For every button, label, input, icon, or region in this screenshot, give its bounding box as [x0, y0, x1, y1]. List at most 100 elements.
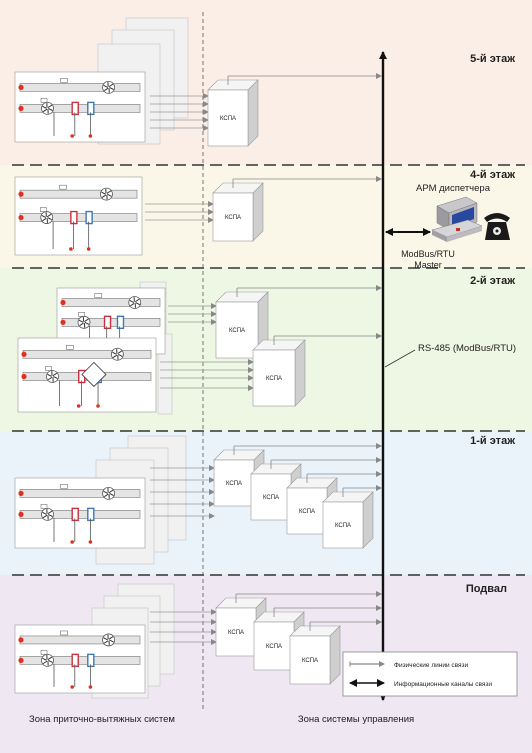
kspa-front — [286, 487, 328, 535]
ventilation-unit — [14, 176, 143, 256]
valve-dot — [69, 247, 73, 251]
gauge-icon — [45, 366, 52, 371]
fan-icon — [46, 370, 59, 383]
gauge-icon — [40, 207, 47, 212]
kspa-label: КСПА — [220, 116, 236, 122]
fan-blade — [104, 640, 109, 644]
fan-blade — [47, 217, 52, 221]
fan-icon — [41, 508, 54, 521]
valve-dot — [88, 134, 93, 138]
fan-blade — [52, 372, 58, 377]
legend: Физические линии связи Информационные ка… — [342, 651, 518, 697]
fan-blade — [42, 514, 48, 519]
fan-blade — [107, 193, 112, 197]
kspa-label: КСПА — [266, 376, 282, 382]
gauge-icon — [60, 78, 68, 83]
kspa-label: КСПА — [266, 644, 282, 650]
fan-blade — [78, 319, 84, 323]
duct — [19, 83, 141, 92]
gauge-icon — [78, 312, 85, 317]
kspa-side — [329, 625, 341, 685]
cooler-coil — [85, 210, 93, 225]
sensor-dot — [18, 214, 24, 221]
valve-dot — [96, 404, 100, 408]
ventilation-unit — [14, 477, 146, 549]
duct — [19, 656, 141, 665]
fan-blade — [84, 318, 89, 322]
heater-coil — [103, 315, 112, 330]
gauge-icon — [40, 504, 48, 509]
kspa-controllers: КСПАКСПАКСПАКСПАКСПАКСПАКСПАКСПАКСПАКСПА… — [207, 73, 382, 685]
workstation-label: АРМ диспетчера — [416, 183, 491, 194]
duct — [22, 349, 152, 359]
telephone-icon — [484, 213, 510, 240]
kspa-side — [247, 79, 259, 147]
gauge-icon — [60, 630, 68, 636]
valve-dot — [88, 685, 93, 689]
fan-blade — [48, 659, 53, 663]
kspa-side — [252, 182, 264, 242]
fan-icon — [41, 102, 54, 115]
workstation-master: Master — [414, 260, 442, 270]
fan-blade — [101, 191, 106, 195]
fan-icon — [102, 633, 115, 647]
fan-blade — [130, 302, 135, 307]
fan-icon — [110, 347, 124, 361]
bus-label-leader — [384, 349, 416, 368]
kspa-label: КСПА — [263, 495, 279, 501]
gauge-icon — [66, 345, 74, 350]
fan-blade — [104, 87, 109, 92]
duct — [19, 189, 138, 199]
zone-label-left: Зона приточно-вытяжных систем — [29, 714, 175, 725]
fan-blade — [47, 376, 53, 381]
valve-dot — [76, 404, 81, 408]
fan-blade — [106, 190, 112, 194]
gauge-icon — [59, 184, 67, 190]
fan-blade — [108, 83, 114, 88]
fan-blade — [109, 639, 114, 643]
gauge-icon — [94, 293, 103, 298]
cooler-coil — [116, 315, 125, 330]
valve-dot — [70, 685, 74, 689]
fan-blade — [42, 217, 47, 222]
fan-blade — [48, 513, 53, 517]
fan-blade — [134, 298, 140, 303]
valve-dot — [88, 540, 93, 544]
fan-blade — [47, 656, 53, 661]
sensor-dot — [60, 299, 66, 306]
recuperator-icon — [81, 361, 107, 388]
sensor-dot — [18, 105, 24, 111]
duct — [19, 489, 141, 498]
fan-blade — [84, 321, 90, 325]
kspa-side — [362, 491, 374, 549]
floor-separators — [12, 164, 525, 576]
sensor-dot — [21, 351, 27, 357]
fan-blade — [47, 104, 53, 109]
sensor-dot — [18, 191, 24, 197]
kspa-label: КСПА — [228, 630, 244, 636]
kspa-front — [250, 473, 292, 521]
duct — [19, 213, 138, 222]
floor-label-2: 2-й этаж — [470, 275, 515, 287]
fan-blade — [53, 376, 58, 380]
fan-blade — [42, 511, 47, 515]
gauge-icon — [60, 484, 68, 489]
fan-icon — [40, 211, 54, 224]
kspa-label: КСПА — [226, 481, 242, 487]
fan-blade — [79, 322, 84, 326]
fan-blade — [103, 637, 108, 641]
sensor-dot — [18, 84, 24, 90]
fan-blade — [42, 660, 48, 665]
sensor-dot — [18, 637, 24, 643]
fan-blade — [104, 493, 109, 498]
zone-label-right: Зона системы управления — [298, 714, 414, 725]
kspa-label: КСПА — [299, 509, 315, 515]
fan-blade — [46, 213, 52, 218]
kspa-label: КСПА — [302, 658, 318, 664]
fan-blade — [103, 84, 108, 88]
fan-blade — [47, 510, 53, 515]
ventilation-systems — [14, 17, 254, 699]
duct — [19, 635, 141, 645]
fan-icon — [128, 296, 142, 309]
